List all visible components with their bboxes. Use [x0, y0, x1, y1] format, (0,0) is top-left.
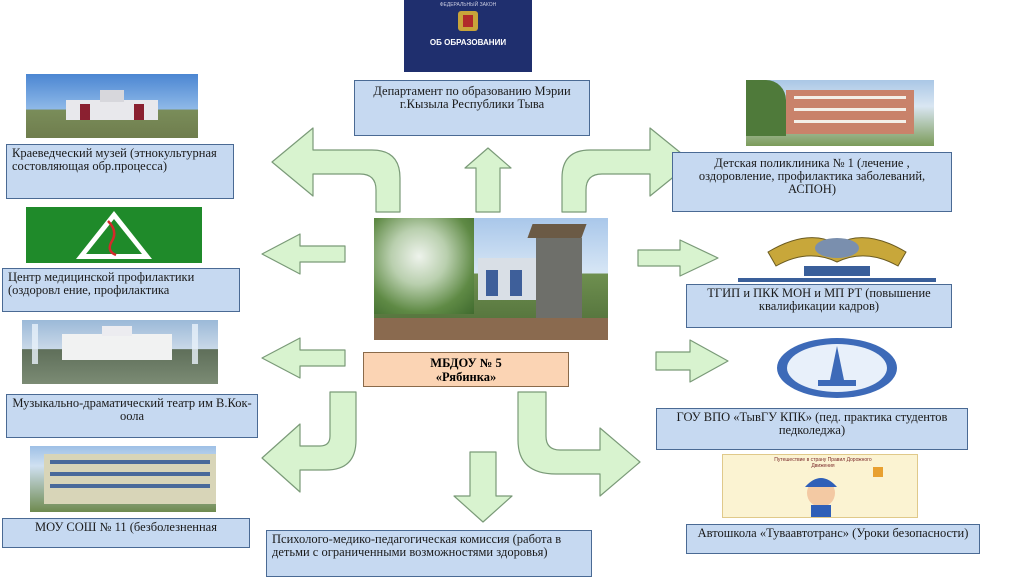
- school-photo: [30, 446, 216, 512]
- autoschool-image-caption: Путешествие в страну Правил Дорожного Дв…: [774, 457, 872, 469]
- arrow-to-theatre: [261, 337, 346, 379]
- arrow-up-to-department: [464, 147, 512, 213]
- node-autoschool: Автошкола «Туваавтотранс» (Уроки безопас…: [686, 524, 980, 554]
- node-clinic: Детская поликлиника № 1 (лечение , оздор…: [672, 152, 952, 212]
- education-law-book-image: ФЕДЕРАЛЬНЫЙ ЗАКОН ОБ ОБРАЗОВАНИИ: [404, 0, 532, 72]
- arrow-to-autoschool: [517, 391, 641, 497]
- book-cover-text: ОБ ОБРАЗОВАНИИ: [429, 38, 507, 47]
- node-tgip: ТГИП и ПКК МОН и МП РТ (повышение квалиф…: [686, 284, 952, 328]
- arrow-to-tyvgu: [655, 339, 729, 383]
- arrow-to-museum: [271, 127, 401, 213]
- medcenter-triangle-icon: [76, 211, 152, 259]
- center-node: МБДОУ № 5 «Рябинка»: [363, 352, 569, 387]
- arrow-to-medcenter: [261, 233, 346, 275]
- arrow-to-clinic: [561, 127, 693, 213]
- autoschool-image: Путешествие в страну Правил Дорожного Дв…: [722, 454, 918, 518]
- center-title: МБДОУ № 5: [430, 356, 502, 370]
- tgip-logo: [738, 222, 936, 282]
- arrow-to-pmpk: [453, 451, 513, 523]
- theatre-photo: [22, 320, 218, 384]
- node-pmpk: Психолого-медико-педагогическая комиссия…: [266, 530, 592, 577]
- cartoon-boy-icon: [805, 467, 883, 517]
- medcenter-logo: [26, 207, 202, 263]
- node-tyvgu: ГОУ ВПО «ТывГУ КПК» (пед. практика студе…: [656, 408, 968, 450]
- node-department: Департамент по образованию Мэрии г.Кызыл…: [354, 80, 590, 136]
- russian-emblem-icon: [458, 11, 478, 31]
- tyvgu-logo: [758, 336, 916, 400]
- museum-photo: [26, 74, 198, 138]
- center-subtitle: «Рябинка»: [435, 370, 497, 384]
- kindergarten-photo: [374, 218, 608, 340]
- clinic-photo: [746, 80, 934, 146]
- node-medcenter: Центр медицинской профилактики (оздоровл…: [2, 268, 240, 312]
- arrow-to-tgip: [637, 239, 719, 277]
- book-top-text: ФЕДЕРАЛЬНЫЙ ЗАКОН: [439, 2, 497, 8]
- arrow-to-school: [261, 391, 357, 493]
- node-theatre: Музыкально-драматический театр им В.Кок-…: [6, 394, 258, 438]
- tyvgu-emblem-icon: [777, 338, 897, 398]
- node-museum: Краеведческий музей (этнокультурная сост…: [6, 144, 234, 199]
- tgip-open-book-icon: [767, 237, 907, 276]
- node-school: МОУ СОШ № 11 (безболезненная: [2, 518, 250, 548]
